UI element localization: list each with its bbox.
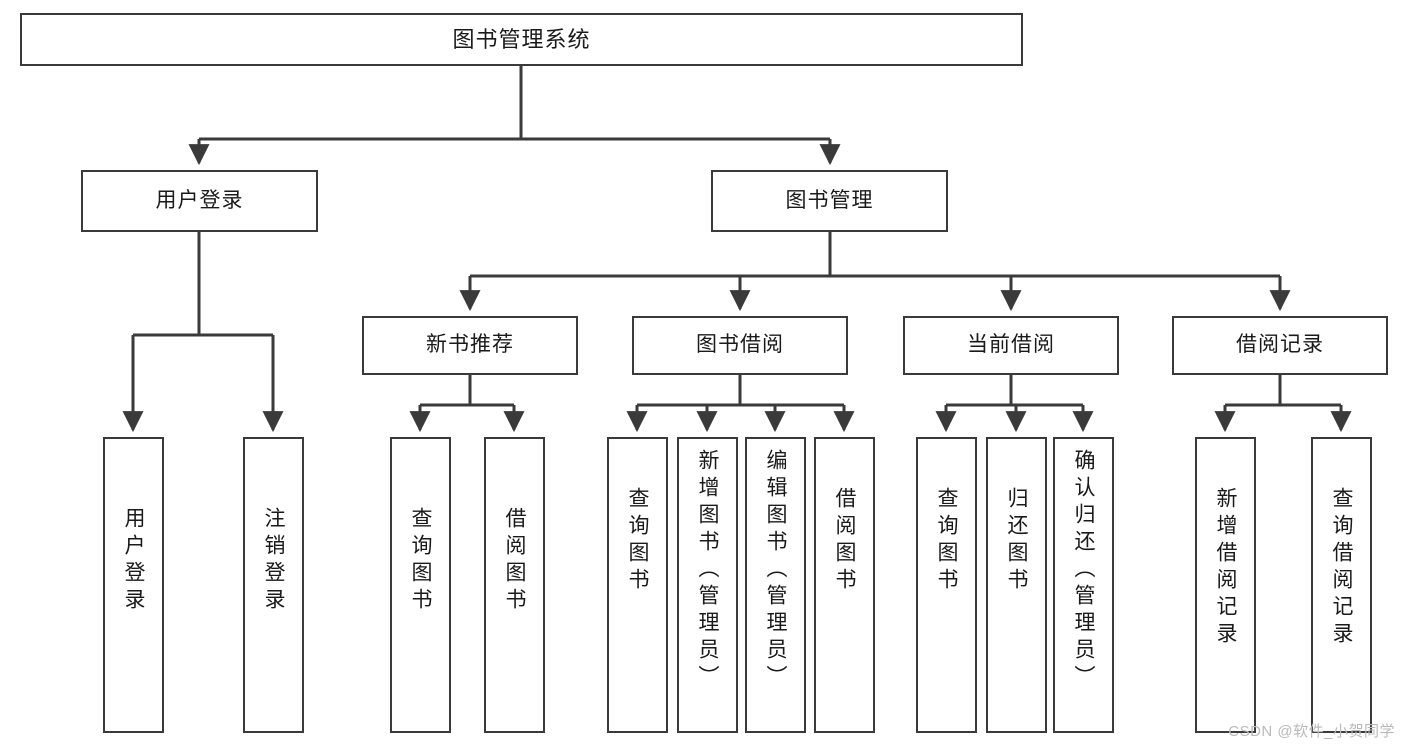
node-label: 确认归还（管理员） (1072, 449, 1095, 692)
node-label: 图书管理 (785, 188, 874, 212)
leaf-query-borrow-record[interactable]: 查询借阅记录 (1311, 437, 1372, 733)
leaf-borrow-book[interactable]: 借阅图书 (814, 437, 875, 733)
node-label: 当前借阅 (967, 333, 1055, 357)
watermark: CSDN @软件_小贺同学 (1228, 723, 1395, 740)
leaf-query-book-borrow[interactable]: 查询图书 (607, 437, 668, 733)
leaf-user-login[interactable]: 用户登录 (103, 437, 164, 733)
node-label: 图书管理系统 (452, 26, 591, 52)
node-label: 归还图书 (1005, 487, 1028, 595)
node-book-borrow[interactable]: 图书借阅 (632, 316, 848, 375)
node-label: 新书推荐 (426, 333, 514, 357)
leaf-user-logout[interactable]: 注销登录 (243, 437, 304, 733)
node-new-book-recommend[interactable]: 新书推荐 (362, 316, 578, 375)
node-label: 查询图书 (626, 487, 649, 595)
leaf-edit-book-admin[interactable]: 编辑图书（管理员） (745, 437, 806, 733)
leaf-query-book-new[interactable]: 查询图书 (390, 437, 451, 733)
node-label: 用户登录 (122, 507, 145, 615)
node-borrow-record[interactable]: 借阅记录 (1172, 316, 1388, 375)
leaf-borrow-book-new[interactable]: 借阅图书 (484, 437, 545, 733)
node-label: 新增图书（管理员） (696, 449, 719, 692)
node-root-system[interactable]: 图书管理系统 (20, 13, 1023, 66)
node-current-borrow[interactable]: 当前借阅 (903, 316, 1119, 375)
node-book-management[interactable]: 图书管理 (711, 170, 948, 232)
node-label: 编辑图书（管理员） (764, 449, 787, 692)
node-label: 查询图书 (935, 487, 958, 595)
node-label: 注销登录 (262, 507, 285, 615)
node-user-login[interactable]: 用户登录 (81, 170, 318, 232)
leaf-add-book-admin[interactable]: 新增图书（管理员） (677, 437, 738, 733)
leaf-query-book-current[interactable]: 查询图书 (916, 437, 977, 733)
leaf-return-book[interactable]: 归还图书 (986, 437, 1047, 733)
node-label: 查询借阅记录 (1330, 487, 1353, 649)
node-label: 借阅图书 (503, 507, 526, 615)
node-label: 查询图书 (409, 507, 432, 615)
node-label: 用户登录 (155, 188, 244, 212)
leaf-confirm-return-admin[interactable]: 确认归还（管理员） (1053, 437, 1114, 733)
leaf-add-borrow-record[interactable]: 新增借阅记录 (1195, 437, 1256, 733)
node-label: 图书借阅 (696, 333, 784, 357)
node-label: 借阅记录 (1236, 333, 1324, 357)
node-label: 借阅图书 (833, 487, 856, 595)
node-label: 新增借阅记录 (1214, 487, 1237, 649)
